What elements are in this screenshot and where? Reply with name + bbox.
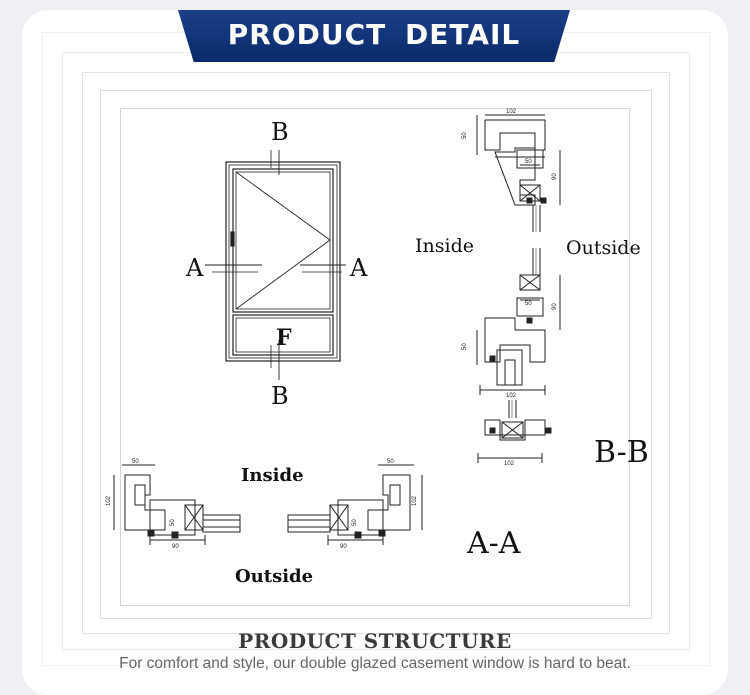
- section-title: PRODUCT STRUCTURE: [238, 629, 512, 653]
- dimension-label: 102: [506, 109, 517, 115]
- bb-section-middle: [476, 248, 561, 395]
- bb-section-top: [476, 114, 561, 232]
- decorative-frame: [120, 108, 630, 606]
- outside-label-bottom: Outside: [235, 566, 313, 587]
- section-a-label-left: A: [185, 254, 204, 282]
- dimension-label: 102: [412, 495, 418, 506]
- page-title: PRODUCT DETAIL: [227, 18, 521, 51]
- section-subtitle: For comfort and style, our double glazed…: [119, 655, 631, 672]
- view-bb-label: B-B: [594, 435, 649, 470]
- dimension-label: 50: [170, 519, 176, 526]
- dimension-label: 50: [132, 459, 139, 465]
- inside-label-bottom: Inside: [241, 465, 304, 486]
- section-a-label-right: A: [349, 254, 368, 282]
- dimension-label: 50: [525, 159, 532, 165]
- dimension-label: 50: [525, 301, 532, 307]
- fixed-panel-label: F: [276, 325, 292, 351]
- dimension-label: 50: [462, 132, 468, 139]
- window-elevation: [205, 150, 346, 380]
- decorative-frame: [82, 72, 670, 634]
- dimension-label: 50: [387, 459, 394, 465]
- dimension-label: 90: [172, 544, 179, 550]
- decorative-frame: [100, 90, 652, 619]
- content-card: [22, 10, 728, 695]
- inside-label-top: Inside: [415, 235, 474, 257]
- dimension-label: 102: [106, 495, 112, 506]
- dimension-label: 102: [504, 461, 515, 467]
- aa-section-right: [287, 464, 423, 545]
- outside-label-top: Outside: [566, 237, 641, 259]
- bb-section-bottom: [477, 400, 552, 463]
- dimension-label: 90: [552, 303, 558, 310]
- dimension-label: 90: [552, 173, 558, 180]
- dimension-label: 102: [506, 393, 517, 399]
- dimension-label: 50: [352, 519, 358, 526]
- dimension-label: 90: [340, 544, 347, 550]
- section-b-label-top: B: [271, 118, 289, 146]
- view-aa-label: A-A: [466, 526, 521, 561]
- header-banner: [178, 10, 570, 62]
- section-b-label-bottom: B: [271, 382, 289, 410]
- dimension-label: 50: [462, 343, 468, 350]
- aa-section-left: [113, 464, 241, 545]
